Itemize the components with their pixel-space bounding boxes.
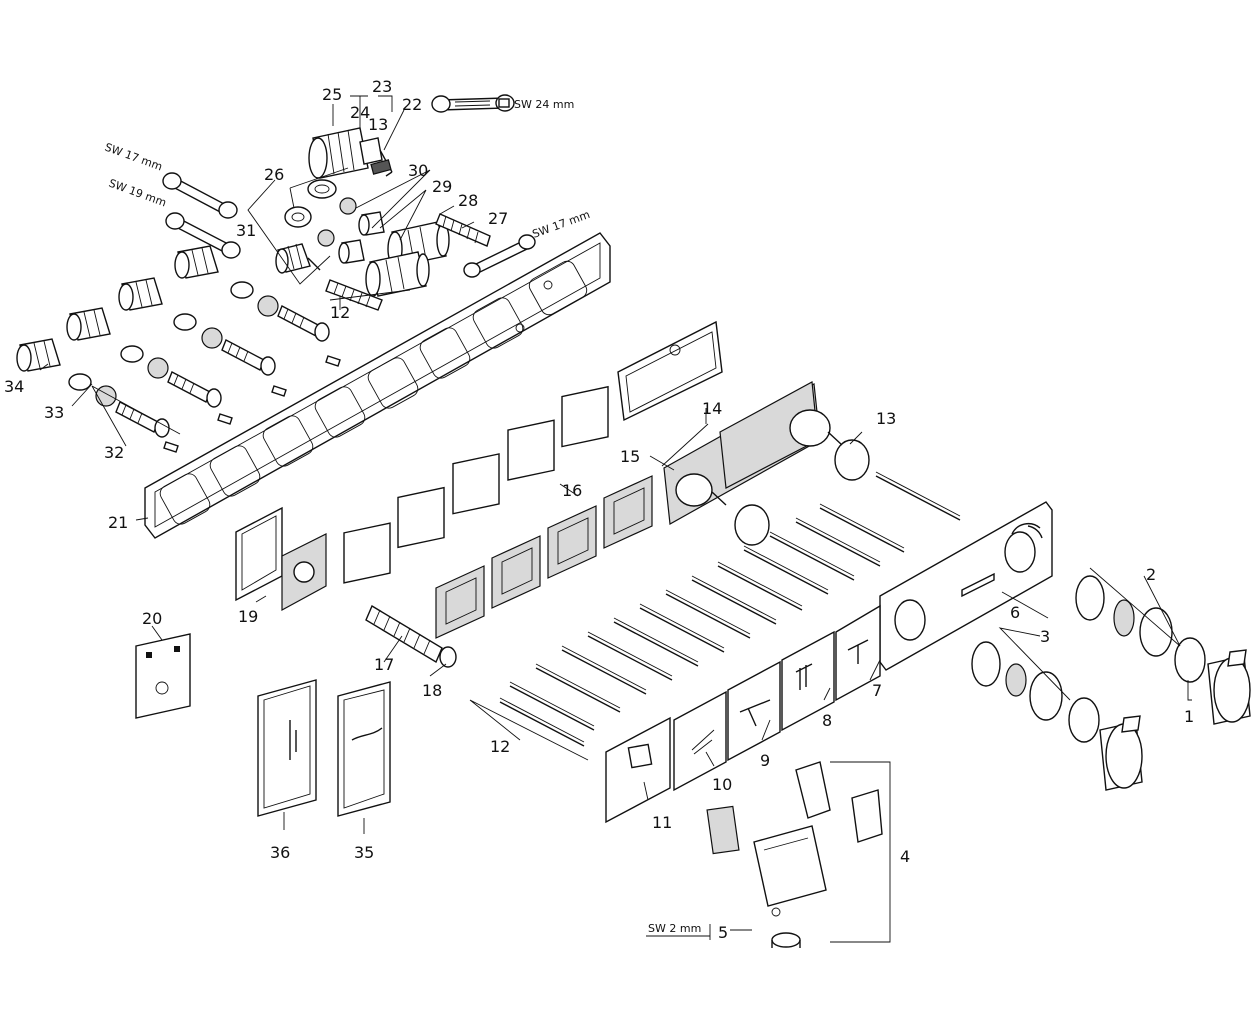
label-20: 20 <box>142 609 162 628</box>
label-12-upper: 12 <box>330 303 350 322</box>
hand-shower-holder <box>706 761 883 948</box>
label-4: 4 <box>900 847 910 866</box>
tool-sw17-left: SW 17 mm <box>103 141 164 174</box>
mounting-frame <box>144 232 611 539</box>
tool-sw2: SW 2 mm <box>648 922 701 935</box>
label-25: 25 <box>322 85 342 104</box>
label-13-right: 13 <box>876 409 896 428</box>
valve-row-1 <box>275 243 321 274</box>
wrench-sw19 <box>165 212 241 259</box>
screws-long <box>499 475 961 747</box>
seal-frames <box>235 320 723 602</box>
label-28: 28 <box>458 191 478 210</box>
label-11: 11 <box>652 813 672 832</box>
o-rings <box>734 439 870 546</box>
handle-parts-2 <box>1075 575 1206 683</box>
label-15: 15 <box>620 447 640 466</box>
valve-row-4 <box>66 307 233 425</box>
valve-cartridges-upper <box>325 213 491 311</box>
label-6: 6 <box>1010 603 1020 622</box>
label-3: 3 <box>1040 627 1050 646</box>
push-buttons <box>605 604 881 824</box>
label-14: 14 <box>702 399 722 418</box>
label-5: 5 <box>718 923 728 942</box>
label-36: 36 <box>270 843 290 862</box>
label-35: 35 <box>354 843 374 862</box>
label-24: 24 <box>350 103 370 122</box>
label-27: 27 <box>488 209 508 228</box>
label-23: 23 <box>372 77 392 96</box>
label-10: 10 <box>712 775 732 794</box>
label-33: 33 <box>44 403 64 422</box>
thermostat-cartridge <box>308 127 393 179</box>
label-32: 32 <box>104 443 124 462</box>
leader-lines <box>39 95 1192 943</box>
wrench-sw17-right <box>463 234 536 278</box>
label-34: 34 <box>4 377 24 396</box>
handle-parts-3 <box>971 641 1100 743</box>
wrench-sw17-left <box>162 172 238 219</box>
screws-threads <box>499 471 961 743</box>
valve-row-3 <box>118 277 287 397</box>
label-12-lower: 12 <box>490 737 510 756</box>
label-13-upper: 13 <box>368 115 388 134</box>
label-2: 2 <box>1146 565 1156 584</box>
label-7: 7 <box>872 681 882 700</box>
label-30: 30 <box>408 161 428 180</box>
valve-row-5 <box>16 338 179 453</box>
label-26: 26 <box>264 165 284 184</box>
hose-connector <box>365 604 457 668</box>
tool-sw17-right: SW 17 mm <box>531 208 592 241</box>
label-19: 19 <box>238 607 258 626</box>
check-valve-parts <box>284 179 385 264</box>
trim-plate <box>879 501 1053 671</box>
label-17: 17 <box>374 655 394 674</box>
base-body-right <box>663 381 843 525</box>
label-29: 29 <box>432 177 452 196</box>
label-9: 9 <box>760 751 770 770</box>
wrench-sw24 <box>431 94 515 113</box>
valve-row-2 <box>174 245 341 367</box>
design-plates <box>257 679 391 817</box>
label-21: 21 <box>108 513 128 532</box>
label-31: 31 <box>236 221 256 240</box>
tool-sw19: SW 19 mm <box>107 177 168 210</box>
handle-knobs <box>1099 649 1251 791</box>
label-1: 1 <box>1184 707 1194 726</box>
label-22: 22 <box>402 95 422 114</box>
label-16: 16 <box>562 481 582 500</box>
label-8: 8 <box>822 711 832 730</box>
mounting-plates <box>281 475 653 639</box>
tool-sw24: SW 24 mm <box>514 98 574 111</box>
label-18: 18 <box>422 681 442 700</box>
part-labels: 1 2 3 4 5 6 7 8 9 10 11 12 12 13 13 14 1… <box>4 77 1194 942</box>
cover-plate-20 <box>135 633 191 719</box>
